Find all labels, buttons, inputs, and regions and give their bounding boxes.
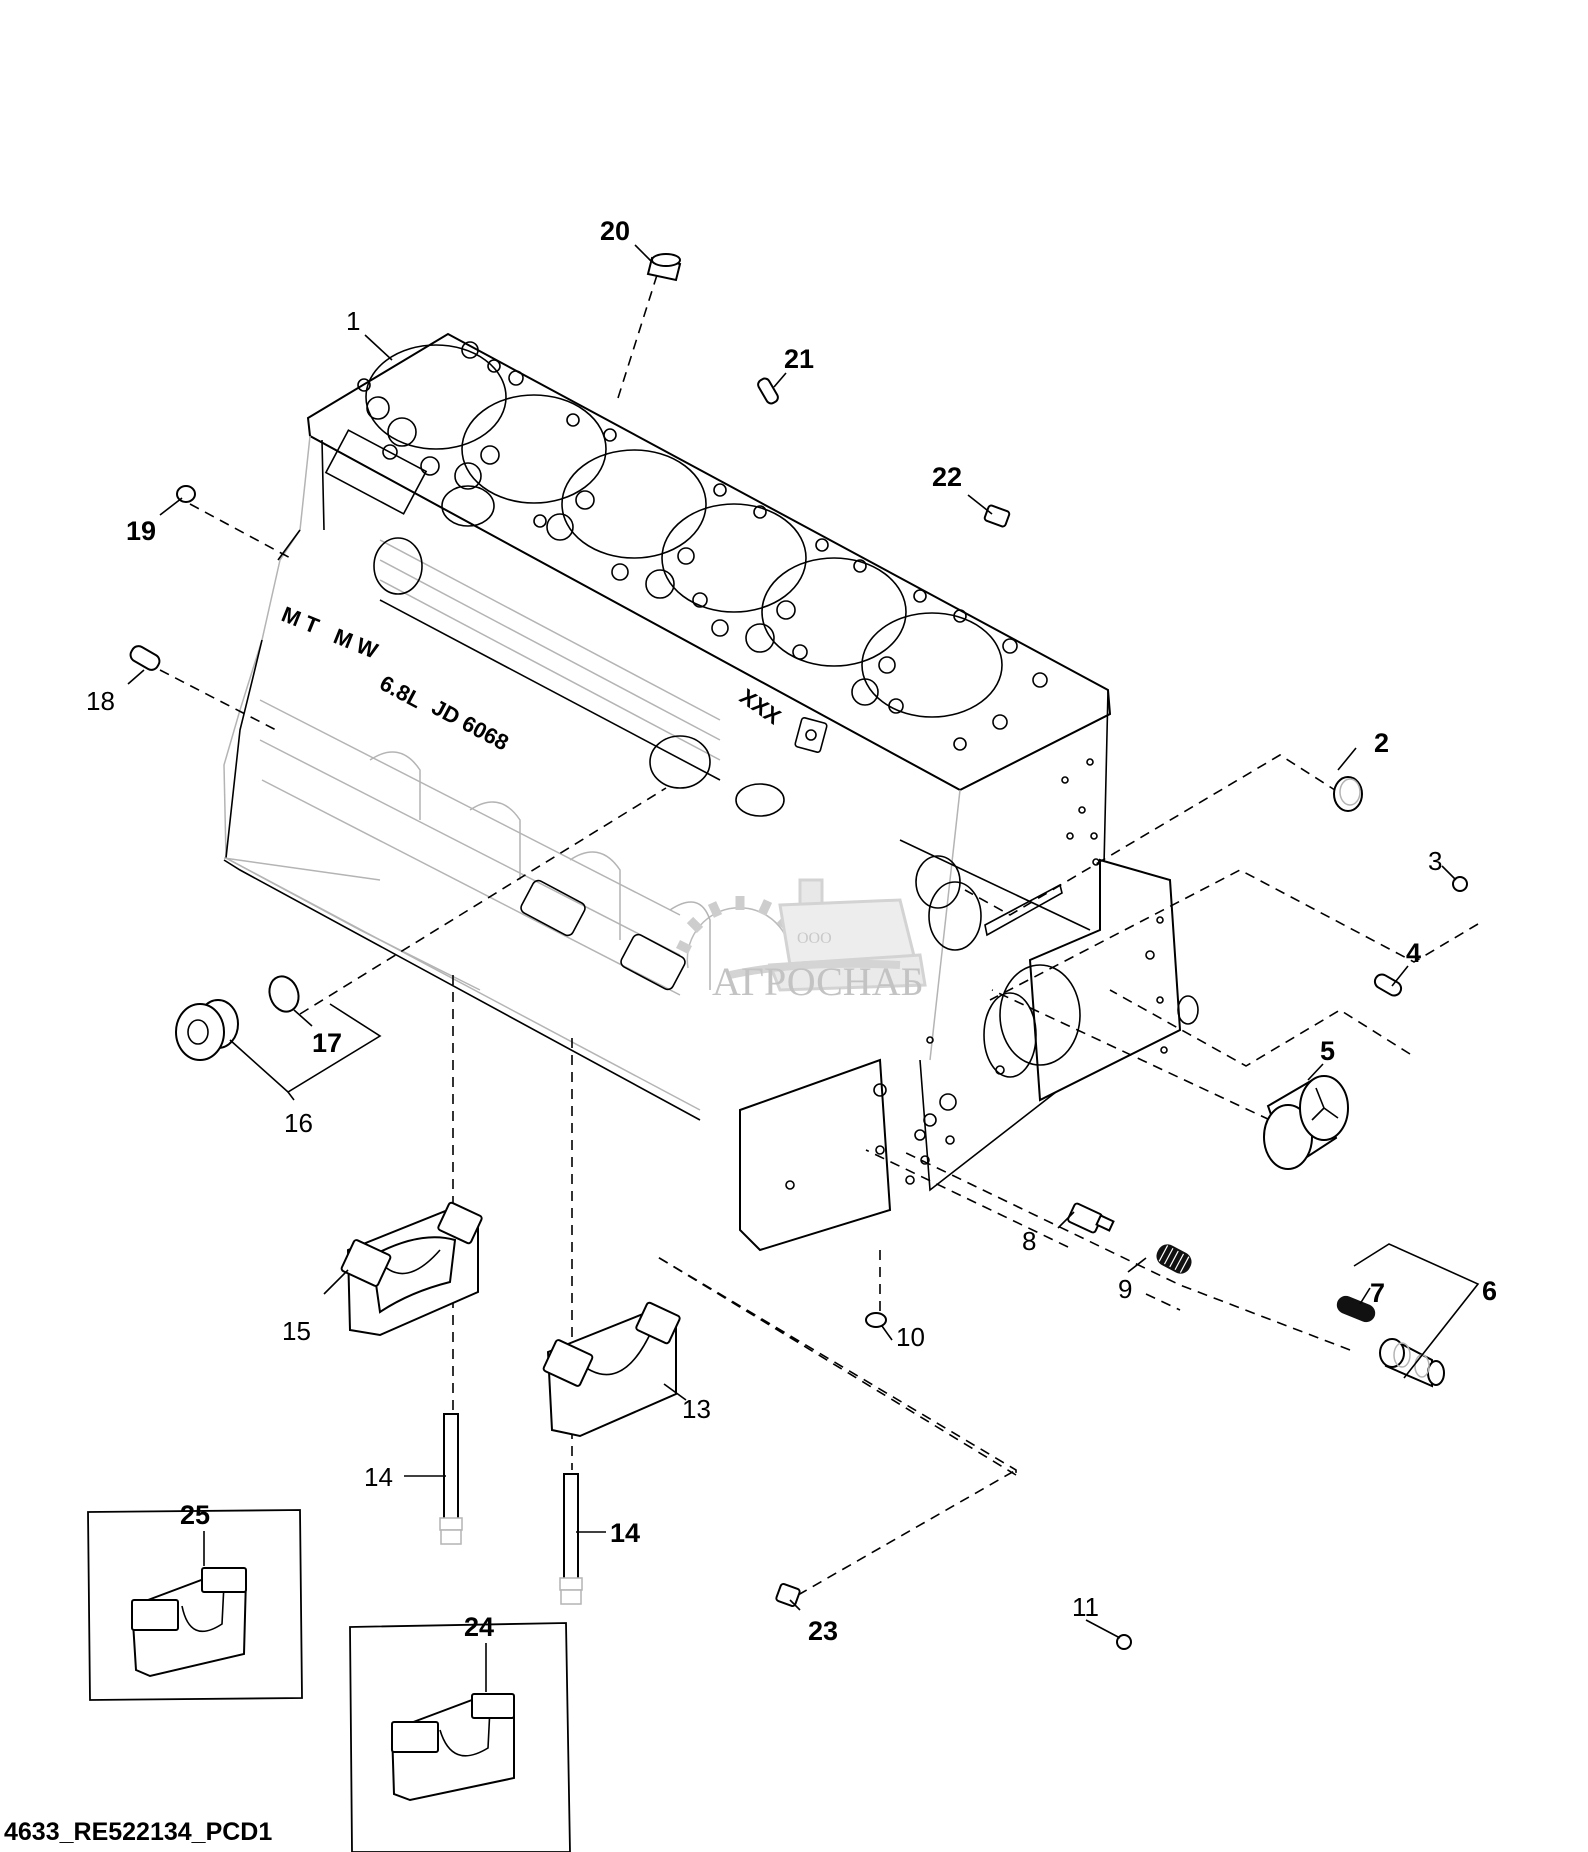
casting-mark-displacement: 6.8L xyxy=(376,670,427,713)
part-9-spring[interactable] xyxy=(1153,1241,1195,1277)
callout-1[interactable]: 1 xyxy=(346,306,360,336)
callout-2[interactable]: 2 xyxy=(1374,728,1389,758)
watermark-brand-text: АГРОСНАБ xyxy=(712,959,924,1004)
inset-box-24 xyxy=(349,1622,571,1852)
part-20-plug[interactable] xyxy=(646,253,682,282)
callout-8[interactable]: 8 xyxy=(1022,1226,1036,1256)
callout-14a[interactable]: 14 xyxy=(364,1462,393,1492)
casting-mark-mw: M W xyxy=(330,623,381,663)
part-6-valve[interactable] xyxy=(1379,1338,1445,1388)
callout-7[interactable]: 7 xyxy=(1370,1278,1385,1308)
callout-10[interactable]: 10 xyxy=(896,1322,925,1352)
part-5-cup-plug[interactable] xyxy=(1263,1075,1349,1170)
part-23-plug[interactable] xyxy=(775,1582,801,1608)
part-18-dowel[interactable] xyxy=(128,644,162,673)
inset-box-25 xyxy=(87,1509,303,1701)
part-15-bearing-cap[interactable] xyxy=(340,1201,483,1337)
callout-17[interactable]: 17 xyxy=(312,1028,342,1058)
part-13-bearing-cap[interactable] xyxy=(542,1301,681,1438)
part-22-plug[interactable] xyxy=(983,504,1011,528)
diagram-reference-code: 4633_RE522134_PCD1 xyxy=(4,1818,273,1846)
callout-16[interactable]: 16 xyxy=(284,1108,313,1138)
assembly-lines xyxy=(159,274,1479,1596)
callout-4[interactable]: 4 xyxy=(1406,938,1421,968)
callouts: 1 2 3 4 5 6 7 8 9 10 11 13 14 14 15 16 1… xyxy=(86,216,1497,1646)
callout-13[interactable]: 13 xyxy=(682,1394,711,1424)
casting-mark-engine: JD 6068 xyxy=(428,694,513,755)
combine-harvester-icon xyxy=(729,878,927,992)
watermark-logo: ООО АГРОСНАБ xyxy=(675,878,927,1004)
watermark-small-text: ООО xyxy=(797,930,832,947)
part-16-plug[interactable] xyxy=(175,999,239,1061)
callout-24[interactable]: 24 xyxy=(464,1612,494,1642)
callout-6[interactable]: 6 xyxy=(1482,1276,1497,1306)
part-14-cap-screw-a[interactable] xyxy=(439,1413,463,1545)
part-10-o-ring[interactable] xyxy=(865,1312,887,1328)
part-7-spring[interactable] xyxy=(1334,1293,1378,1325)
callout-21[interactable]: 21 xyxy=(784,344,814,374)
callout-3[interactable]: 3 xyxy=(1428,846,1442,876)
callout-22[interactable]: 22 xyxy=(932,462,962,492)
callout-20[interactable]: 20 xyxy=(600,216,630,246)
callout-11[interactable]: 11 xyxy=(1072,1592,1099,1622)
callout-15[interactable]: 15 xyxy=(282,1316,311,1346)
part-8-fitting[interactable] xyxy=(1067,1202,1115,1234)
callout-19[interactable]: 19 xyxy=(126,516,156,546)
callout-9[interactable]: 9 xyxy=(1118,1274,1132,1304)
part-14-cap-screw-b[interactable] xyxy=(559,1473,583,1605)
part-11-ball[interactable] xyxy=(1116,1634,1132,1650)
part-3-plug[interactable] xyxy=(1452,876,1468,892)
callout-14b[interactable]: 14 xyxy=(610,1518,640,1548)
part-4-dowel[interactable] xyxy=(1372,972,1403,998)
part-2-ring[interactable] xyxy=(1333,776,1363,812)
callout-23[interactable]: 23 xyxy=(808,1616,838,1646)
part-21-pin[interactable] xyxy=(756,377,779,406)
callout-25[interactable]: 25 xyxy=(180,1500,210,1530)
gear-icon xyxy=(675,896,794,969)
callout-5[interactable]: 5 xyxy=(1320,1036,1335,1066)
callout-18[interactable]: 18 xyxy=(86,686,115,716)
casting-mark-mt: M T xyxy=(278,601,323,639)
part-17-o-ring[interactable] xyxy=(265,972,304,1015)
leader-lines xyxy=(127,244,1480,1639)
cylinder-block[interactable]: M T M W 6.8L JD 6068 XXX xyxy=(223,332,1199,1252)
